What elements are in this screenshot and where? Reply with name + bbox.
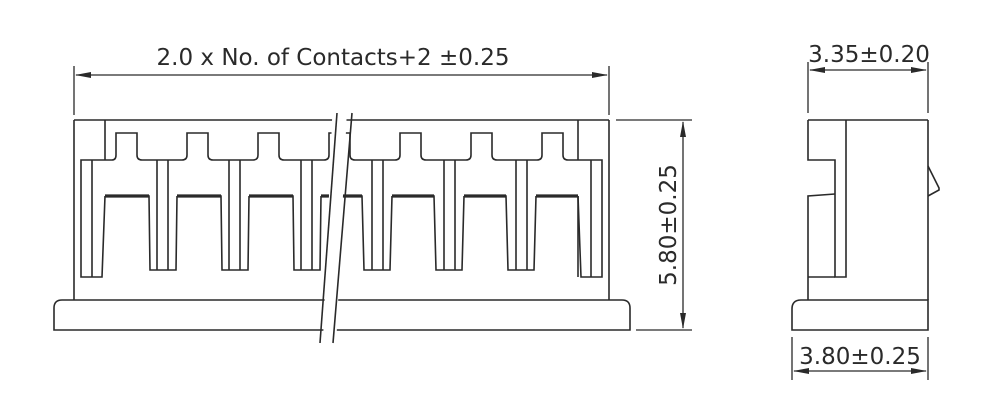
side-view xyxy=(791,119,940,331)
side-bottom-dimension-label: 3.80±0.25 xyxy=(799,344,921,370)
break-lines xyxy=(319,112,353,344)
side-top-dimension-label: 3.35±0.20 xyxy=(808,42,930,68)
height-dimension: 5.80±0.25 xyxy=(616,119,692,331)
side-bottom-dimension: 3.80±0.25 xyxy=(791,337,929,380)
height-dimension-label: 5.80±0.25 xyxy=(656,164,682,286)
width-dimension-label: 2.0 x No. of Contacts+2 ±0.25 xyxy=(157,45,510,71)
side-top-dimension: 3.35±0.20 xyxy=(807,42,930,113)
width-dimension: 2.0 x No. of Contacts+2 ±0.25 xyxy=(73,45,610,115)
